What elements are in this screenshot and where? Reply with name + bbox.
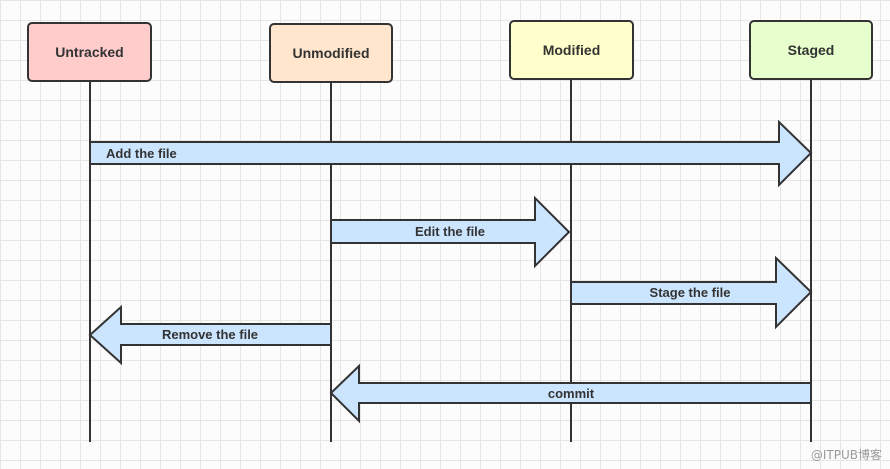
state-box xyxy=(509,20,634,80)
transition-add-the-file: Add the file xyxy=(89,119,813,188)
arrow-label: commit xyxy=(548,386,595,401)
arrow-right-shape xyxy=(570,255,813,330)
state-label: Untracked xyxy=(55,44,123,60)
arrow-label: Add the file xyxy=(106,146,177,161)
transition-commit: commit xyxy=(329,363,812,424)
state-label: Unmodified xyxy=(293,45,370,61)
transition-remove-the-file: Remove the file xyxy=(88,304,332,366)
arrow-label: Edit the file xyxy=(415,224,485,239)
arrow-left-shape xyxy=(88,304,332,366)
transition-edit-the-file: Edit the file xyxy=(330,195,571,269)
arrow-left-shape xyxy=(329,363,812,424)
arrow-right-shape xyxy=(330,195,571,269)
state-staged: Staged xyxy=(749,20,873,80)
state-untracked: Untracked xyxy=(27,22,152,82)
watermark-text: @ITPUB博客 xyxy=(810,448,882,462)
state-unmodified: Unmodified xyxy=(269,23,393,83)
state-box xyxy=(269,23,393,83)
arrow-label: Remove the file xyxy=(162,327,258,342)
arrow-label: Stage the file xyxy=(650,285,731,300)
arrow-right-shape xyxy=(89,119,813,188)
transition-stage-the-file: Stage the file xyxy=(570,255,813,330)
state-label: Modified xyxy=(543,42,601,58)
state-modified: Modified xyxy=(509,20,634,80)
state-label: Staged xyxy=(788,42,835,58)
state-box xyxy=(749,20,873,80)
state-box xyxy=(27,22,152,82)
